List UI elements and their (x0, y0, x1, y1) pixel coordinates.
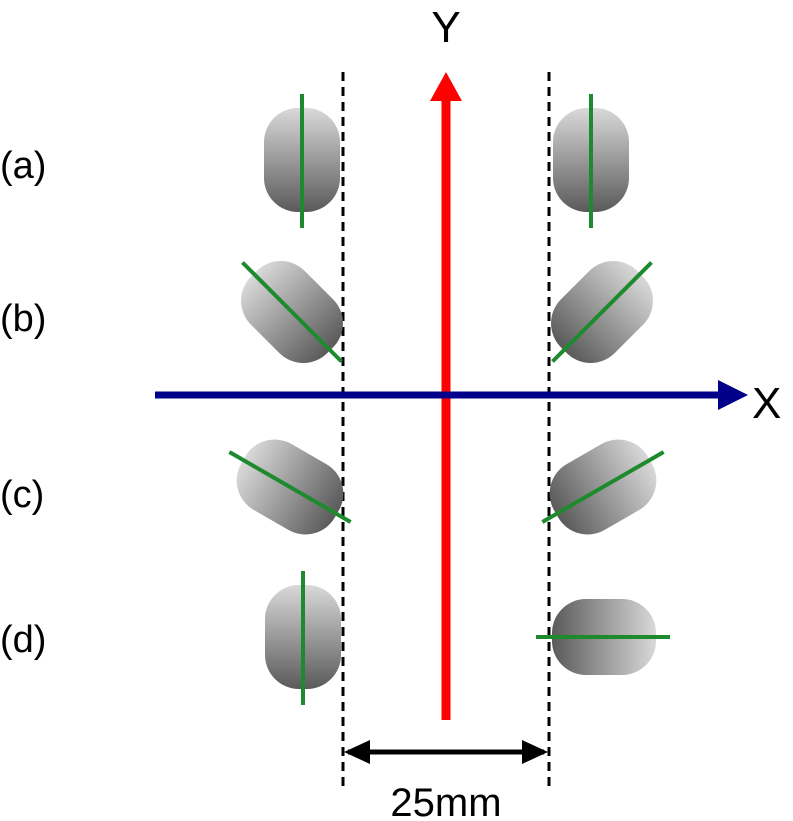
pad-a-left (264, 94, 340, 228)
row-label-b: (b) (0, 298, 46, 340)
pad-c-right (541, 439, 665, 535)
row-label-c: (c) (0, 474, 44, 516)
x-axis-arrowhead (718, 380, 748, 410)
pad-d-left (265, 571, 341, 705)
pad-b-right (551, 261, 653, 363)
pad-c-left (228, 439, 352, 535)
y-axis-arrowhead (430, 72, 462, 101)
pad-b-left (241, 261, 343, 363)
y-axis-label: Y (431, 3, 460, 52)
x-axis-label: X (752, 379, 781, 428)
dimension-arrowhead-left (344, 740, 370, 764)
dimension-arrowhead-right (522, 740, 548, 764)
pad-a-right (553, 94, 629, 228)
dimension-label: 25mm (390, 781, 501, 821)
row-label-d: (d) (0, 619, 46, 661)
row-label-a: (a) (0, 145, 46, 187)
pad-d-right (536, 599, 670, 675)
